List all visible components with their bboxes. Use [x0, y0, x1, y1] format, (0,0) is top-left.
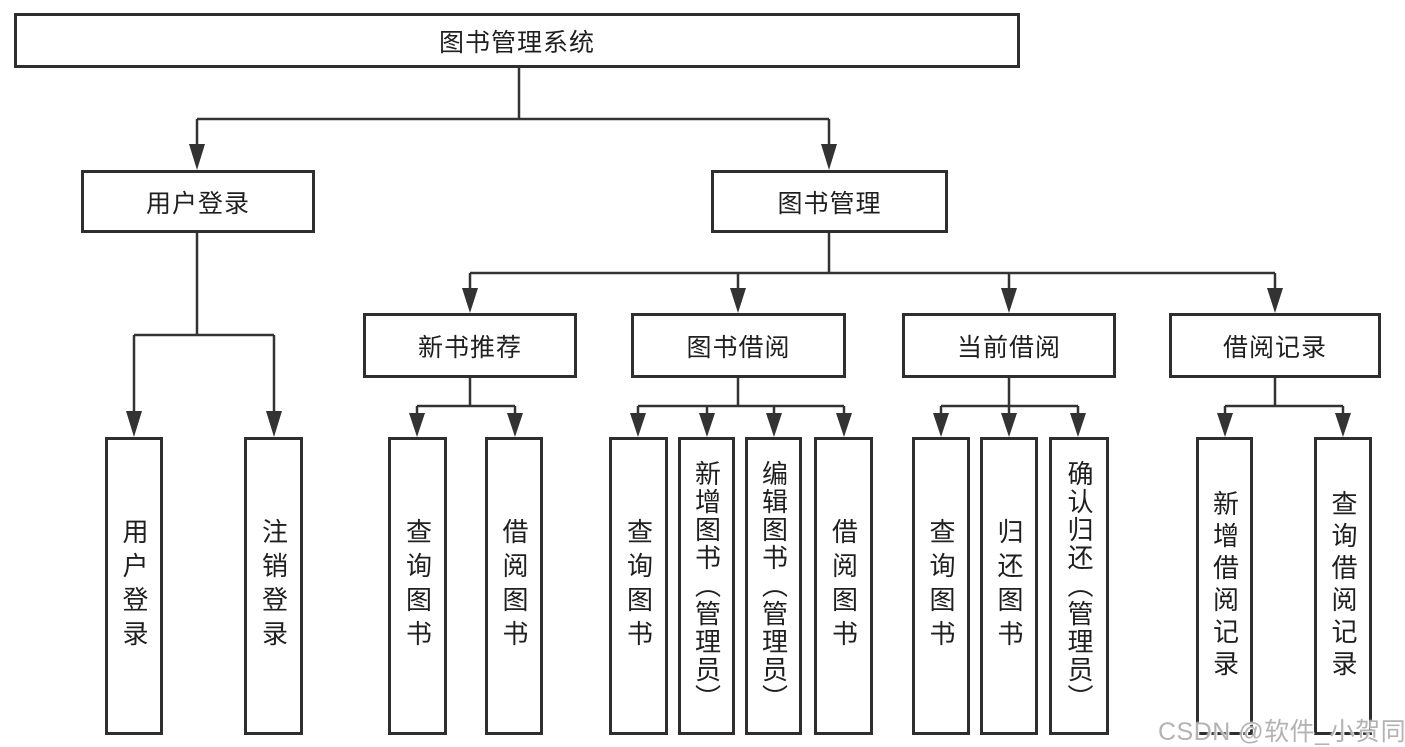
node-library-system-label: 图书管理系统 [438, 28, 595, 57]
node-book-borrow: 图书借阅 [631, 313, 846, 378]
node-br-query-record-label: 查询借阅记录 [1328, 490, 1358, 682]
node-bb-add-books-admin: 新增图书（管理员） [678, 437, 735, 735]
node-user-login-action: 用户登录 [105, 437, 163, 735]
node-bb-query-books: 查询图书 [609, 437, 668, 735]
node-user-login-action-label: 用户登录 [119, 518, 149, 654]
node-bb-edit-books-admin-label: 编辑图书（管理员） [758, 460, 789, 712]
node-br-add-record: 新增借阅记录 [1196, 437, 1253, 735]
node-current-borrow: 当前借阅 [902, 313, 1116, 378]
node-borrow-records-label: 借阅记录 [1222, 333, 1327, 362]
node-bb-edit-books-admin: 编辑图书（管理员） [745, 437, 802, 735]
node-cb-return-books-label: 归还图书 [994, 518, 1024, 654]
node-bb-query-books-label: 查询图书 [623, 518, 654, 654]
node-book-management-label: 图书管理 [777, 189, 882, 218]
node-book-management: 图书管理 [711, 170, 948, 233]
node-book-borrow-label: 图书借阅 [686, 333, 791, 362]
node-borrow-records: 借阅记录 [1169, 313, 1381, 378]
node-bb-add-books-admin-label: 新增图书（管理员） [691, 460, 722, 712]
node-bb-borrow-books-label: 借阅图书 [828, 518, 859, 654]
node-cb-return-books: 归还图书 [980, 437, 1038, 735]
node-cb-confirm-return-admin: 确认归还（管理员） [1049, 437, 1109, 735]
node-nbr-query-books: 查询图书 [388, 437, 447, 735]
node-user-login: 用户登录 [81, 170, 315, 233]
node-logout-label: 注销登录 [258, 518, 289, 654]
arrowheads [126, 144, 1351, 437]
node-nbr-borrow-books-label: 借阅图书 [499, 518, 529, 654]
node-new-book-recommend: 新书推荐 [363, 313, 577, 378]
node-br-add-record-label: 新增借阅记录 [1209, 490, 1240, 682]
csdn-watermark: CSDN @软件_小贺同学 [1158, 718, 1405, 746]
node-library-system: 图书管理系统 [14, 13, 1020, 68]
node-cb-confirm-return-admin-label: 确认归还（管理员） [1064, 460, 1094, 712]
node-current-borrow-label: 当前借阅 [956, 333, 1061, 362]
node-new-book-recommend-label: 新书推荐 [417, 333, 522, 362]
node-user-login-label: 用户登录 [145, 189, 250, 218]
node-cb-query-books: 查询图书 [912, 437, 970, 735]
node-bb-borrow-books: 借阅图书 [814, 437, 873, 735]
node-nbr-query-books-label: 查询图书 [402, 518, 433, 654]
node-cb-query-books-label: 查询图书 [926, 518, 956, 654]
node-br-query-record: 查询借阅记录 [1314, 437, 1372, 735]
node-logout: 注销登录 [244, 437, 303, 735]
node-nbr-borrow-books: 借阅图书 [485, 437, 543, 735]
